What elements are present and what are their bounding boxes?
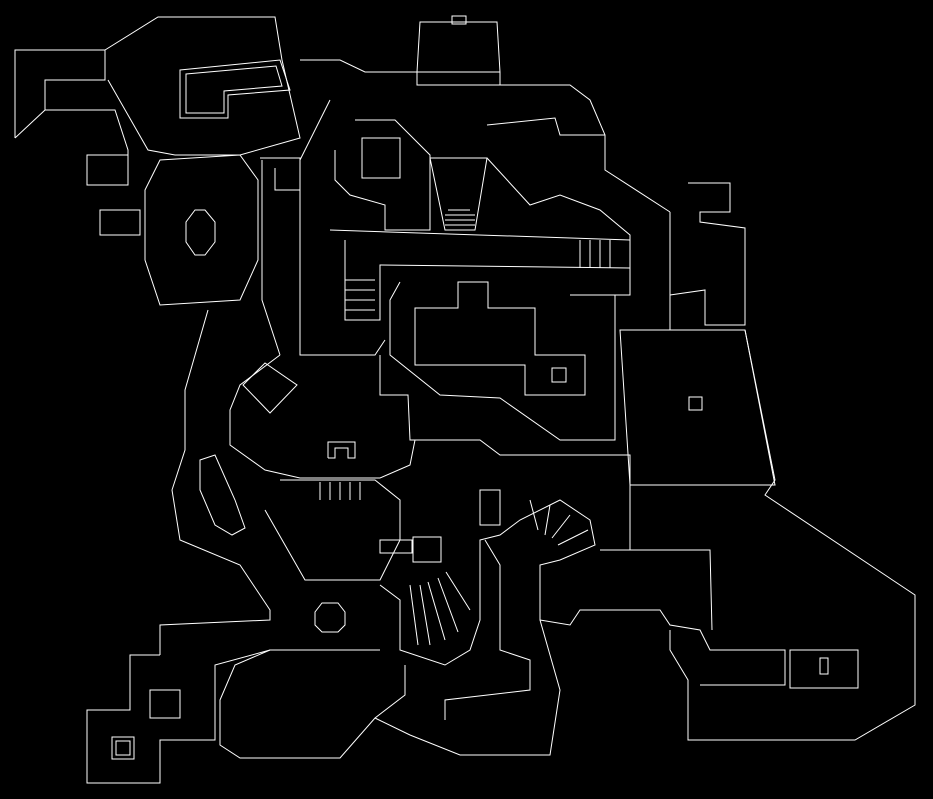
wall: [789, 649, 859, 689]
wall: [149, 689, 181, 719]
wall: [264, 479, 401, 581]
wall: [412, 536, 442, 563]
wall: [344, 240, 631, 321]
wall: [329, 229, 631, 241]
wall: [185, 65, 283, 114]
wall: [389, 281, 616, 441]
wall: [242, 362, 298, 414]
wall: [14, 49, 106, 139]
wall: [229, 354, 416, 479]
automap-walls: [14, 15, 916, 784]
wall: [334, 119, 431, 231]
wall: [314, 602, 346, 633]
wall: [379, 355, 631, 550]
wall: [299, 99, 386, 356]
wall: [819, 657, 829, 675]
wall: [219, 649, 406, 759]
wall: [261, 160, 281, 356]
wall: [539, 609, 786, 686]
wall: [379, 539, 413, 554]
wall: [86, 649, 380, 784]
wall: [500, 84, 671, 213]
wall: [104, 16, 301, 156]
wall: [144, 154, 259, 306]
wall: [374, 499, 596, 756]
wall: [619, 329, 776, 486]
wall: [111, 736, 135, 760]
wall: [416, 21, 501, 73]
wall: [669, 182, 746, 326]
wall: [600, 549, 713, 631]
wall: [361, 137, 401, 179]
wall: [115, 740, 131, 756]
wall: [688, 396, 703, 411]
wall: [486, 157, 631, 296]
stairs: [319, 209, 611, 500]
wall: [327, 441, 356, 459]
wall: [159, 309, 271, 655]
wall: [479, 489, 501, 526]
wall: [99, 209, 141, 236]
wall: [199, 454, 246, 536]
wall: [179, 59, 291, 119]
wall: [669, 329, 916, 741]
wall: [451, 15, 467, 25]
stairs: [409, 499, 589, 646]
wall: [486, 117, 605, 136]
wall: [444, 539, 531, 720]
wall: [414, 281, 586, 396]
wall: [45, 109, 129, 186]
wall: [185, 209, 216, 256]
wall: [429, 157, 488, 231]
wall: [551, 367, 567, 383]
wall: [260, 157, 301, 191]
